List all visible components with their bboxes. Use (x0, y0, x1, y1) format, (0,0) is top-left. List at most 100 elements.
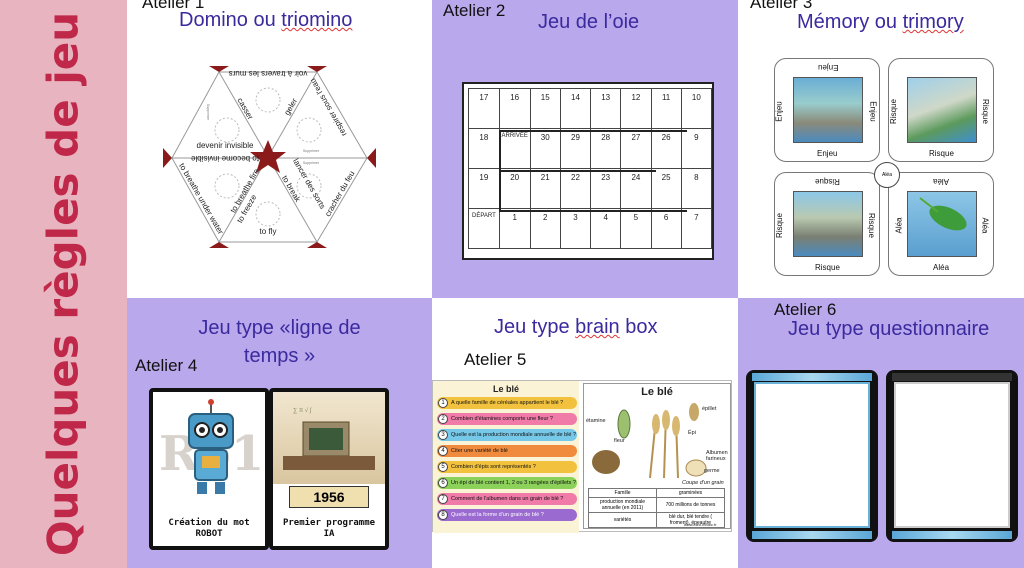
card-label: Risque (866, 213, 876, 238)
memory-card: Risque Risque Risque Risque (774, 172, 880, 276)
board-cell: 27 (620, 128, 652, 169)
question-card-blank (754, 382, 870, 528)
svg-text:∑ π √ ∫: ∑ π √ ∫ (293, 407, 312, 414)
board-cell: 4 (590, 208, 622, 249)
robot-icon (188, 399, 234, 494)
tri-tag: Supprimer (303, 149, 320, 153)
workshop-4-panel: Jeu type «ligne de temps » Atelier 4 Ro1… (127, 298, 432, 568)
board-cell: 13 (590, 88, 622, 129)
question-card-blank (894, 382, 1010, 528)
card-label: Aléa (980, 217, 990, 234)
board-cell: 9 (680, 128, 713, 169)
memory-card: Enjeu Enjeu Enjeu Enjeu (774, 58, 880, 162)
board-cell: 17 (468, 88, 500, 129)
workshop-heading: Jeu type questionnaire (788, 318, 990, 340)
board-cell: 16 (498, 88, 531, 129)
triomino-hexagon: voir à travers les murs respirer sous l'… (163, 66, 376, 248)
card-label: Risque (929, 149, 954, 158)
source-footer: www.ideo.infobc.fr (684, 522, 717, 527)
board-cell: 8 (680, 168, 713, 209)
board-cell: 15 (529, 88, 561, 129)
sidebar: Quelques règles de jeu (0, 0, 127, 568)
workshop-heading: Jeu type «ligne de temps » (198, 317, 361, 367)
board-cell: 19 (468, 168, 500, 209)
sidebar-title: Quelques règles de jeu (38, 11, 88, 557)
card-band (892, 531, 1012, 539)
wheat-label: fleur (614, 438, 625, 444)
tri-tag: Supprimer (303, 161, 320, 165)
board-cell: 14 (559, 88, 592, 129)
question-list-title: Le blé (492, 384, 519, 394)
atelier-label: Atelier 1 (142, 0, 205, 12)
tri-word: devenir invisible (197, 141, 254, 150)
vintage-computer-image: ∑ π √ ∫ (273, 392, 385, 484)
board-cell: 26 (650, 128, 682, 169)
card-band (892, 373, 1012, 381)
card-label: Risque (815, 263, 840, 272)
card-label: Risque (774, 213, 784, 238)
atelier-label: Atelier 6 (774, 300, 837, 319)
card-label: Enjeu (774, 101, 784, 122)
wheat-label: Albumen farineux (706, 450, 728, 462)
card-band (752, 373, 872, 381)
tri-word: to fly (260, 227, 277, 236)
board-cell: 21 (529, 168, 561, 209)
workshop-heading: Domino ou triomino (179, 9, 353, 31)
wheat-info-sheet: Le blé étamine fleur épillet Épi Albumen… (583, 383, 731, 529)
memory-card: Risque Risque Risque (888, 58, 994, 162)
board-path-divider (499, 170, 656, 172)
board-cell: 12 (620, 88, 652, 129)
board-cell: 24 (620, 168, 652, 209)
year-badge: 1956 (289, 486, 369, 508)
memory-card: Aléa Aléa Aléa Aléa (888, 172, 994, 276)
wheat-label: germe (704, 468, 720, 474)
card-label: Risque (980, 99, 990, 124)
card-band (752, 531, 872, 539)
board-cell: 29 (559, 128, 592, 169)
board-cell: 11 (650, 88, 682, 129)
flooded-city-image (793, 191, 863, 257)
atelier-label: Atelier 4 (135, 356, 198, 375)
atelier-label: Atelier 3 (750, 0, 813, 12)
board-cell: 30 (529, 128, 561, 169)
workshop-1-panel: Atelier 1 Domino ou triomino voir à trav… (127, 0, 432, 298)
workshop-heading: Jeu de l’oie (538, 11, 640, 33)
card-label: Enjeu (817, 149, 838, 158)
wheat-illustration (592, 403, 707, 479)
workshop-3-panel: Atelier 3 Mémory ou trimory Enjeu Enjeu … (738, 0, 1024, 298)
board-cell: 3 (559, 208, 592, 249)
card-label: Aléa (933, 263, 950, 272)
logo-badge: Aléa (874, 162, 900, 188)
board-cell: 10 (680, 88, 713, 129)
board-cell: 5 (620, 208, 652, 249)
question-card (886, 370, 1018, 542)
wheat-label: Coupe d'un grain (682, 480, 724, 486)
atelier-label: Atelier 5 (464, 350, 527, 369)
card-label: Enjeu (818, 63, 839, 72)
board-cell: 1 (498, 208, 531, 249)
card-label: Enjeu (868, 101, 878, 122)
board-cell: 23 (590, 168, 622, 209)
board-cell: 22 (559, 168, 592, 209)
board-cell: 18 (468, 128, 500, 169)
rain-leaf-image (907, 191, 977, 257)
wheat-label: épillet (702, 406, 717, 412)
tri-word: to become invisible (190, 154, 259, 163)
tri-word: voir à travers les murs (229, 69, 308, 78)
board-cell: 6 (650, 208, 682, 249)
